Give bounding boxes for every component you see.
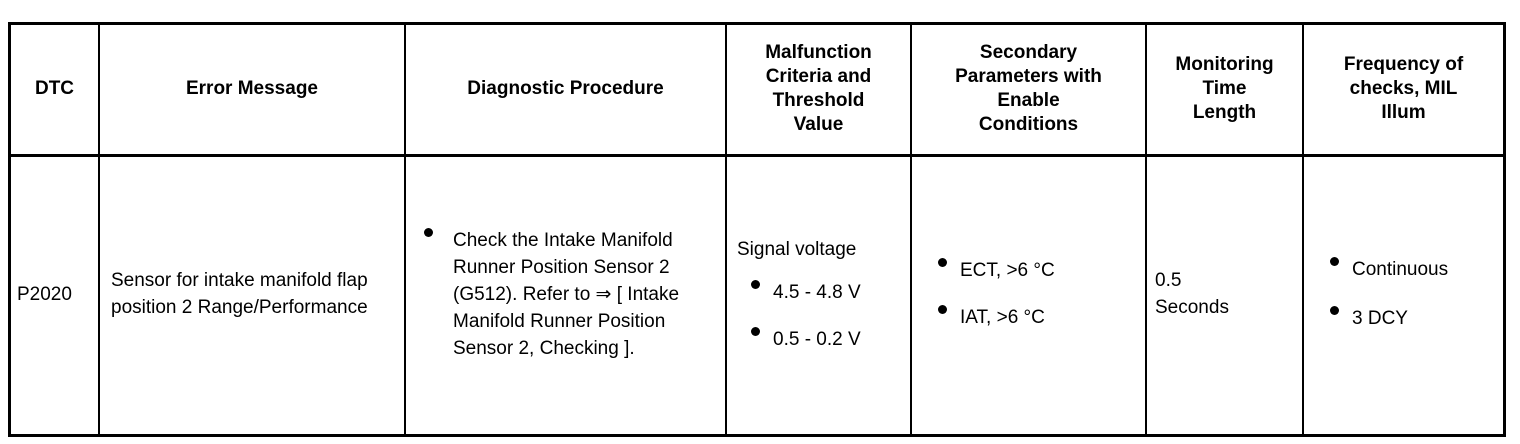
bullet-icon — [1330, 257, 1339, 267]
column-header-frequency-of-checks: Frequency of checks, MIL Illum — [1302, 25, 1503, 157]
error-message-text: Sensor for intake manifold flap position… — [111, 270, 368, 319]
frequency-of-checks-text: Continuous — [1352, 259, 1449, 281]
bullet-icon — [424, 227, 433, 237]
column-header-malfunction-criteria: Malfunction Criteria and Threshold Value — [725, 25, 912, 157]
column-header-frequency-line-3: Illum — [1381, 102, 1426, 124]
column-header-monitoring-time-length: Monitoring Time Length — [1145, 25, 1304, 157]
cell-frequency-of-checks: Continuous 3 DCY — [1302, 155, 1503, 434]
dtc-code-value: P2020 — [17, 283, 72, 305]
secondary-parameters-box: ECT, >6 °C IAT, >6 °C — [912, 258, 1145, 332]
dtc-table-container: DTC Error Message Diagnostic Procedure M… — [8, 22, 1506, 437]
column-header-error-message-label: Error Message — [185, 78, 318, 100]
column-header-secondary-line-1: Secondary — [979, 42, 1078, 63]
malfunction-criteria-list: 4.5 - 4.8 V 0.5 - 0.2 V — [737, 279, 904, 354]
column-header-malfunction-line-3: Threshold — [772, 90, 865, 112]
malfunction-criteria-title: Signal voltage — [737, 238, 857, 260]
secondary-parameter-text: IAT, >6 °C — [960, 307, 1045, 329]
list-item: Continuous — [1318, 257, 1497, 284]
list-item: IAT, >6 °C — [922, 305, 1139, 332]
column-header-malfunction-line-2: Criteria and — [765, 66, 872, 88]
secondary-parameter-text: ECT, >6 °C — [960, 260, 1055, 282]
monitoring-time-length-box: 0.5 Seconds — [1147, 268, 1302, 322]
column-header-malfunction-line-1: Malfunction — [765, 42, 872, 63]
list-item: ECT, >6 °C — [922, 258, 1139, 285]
frequency-of-checks-list: Continuous 3 DCY — [1318, 257, 1497, 333]
column-header-dtc-label: DTC — [34, 78, 75, 100]
column-header-error-message: Error Message — [98, 25, 406, 157]
table-header-row: DTC Error Message Diagnostic Procedure M… — [11, 25, 1503, 157]
column-header-secondary-parameters: Secondary Parameters with Enable Conditi… — [910, 25, 1147, 157]
list-item: 3 DCY — [1318, 306, 1497, 333]
cell-malfunction-criteria: Signal voltage 4.5 - 4.8 V 0.5 - 0.2 V — [725, 155, 912, 434]
cell-secondary-parameters: ECT, >6 °C IAT, >6 °C — [910, 155, 1147, 434]
column-header-frequency-line-1: Frequency of — [1343, 54, 1464, 76]
column-header-secondary-line-3: Enable — [997, 90, 1060, 112]
column-header-diagnostic-procedure: Diagnostic Procedure — [404, 25, 727, 157]
malfunction-criteria-item-text: 0.5 - 0.2 V — [773, 328, 861, 350]
cell-diagnostic-procedure: Check the Intake Manifold Runner Positio… — [404, 155, 727, 434]
frequency-of-checks-text: 3 DCY — [1352, 308, 1408, 330]
column-header-secondary-line-4: Conditions — [978, 114, 1079, 136]
frequency-of-checks-box: Continuous 3 DCY — [1304, 257, 1503, 333]
bullet-icon — [938, 258, 947, 268]
malfunction-criteria-item-text: 4.5 - 4.8 V — [773, 281, 861, 303]
list-item: 0.5 - 0.2 V — [737, 326, 904, 354]
column-header-monitoring-line-1: Monitoring — [1175, 54, 1274, 76]
list-item: Check the Intake Manifold Runner Positio… — [420, 227, 717, 363]
bullet-icon — [751, 326, 760, 336]
malfunction-criteria-box: Signal voltage 4.5 - 4.8 V 0.5 - 0.2 V — [727, 237, 910, 354]
table-row: P2020 Sensor for intake manifold flap po… — [11, 155, 1503, 434]
column-header-malfunction-line-4: Value — [793, 114, 844, 136]
bullet-icon — [938, 305, 947, 315]
cell-monitoring-time-length: 0.5 Seconds — [1145, 155, 1304, 434]
column-header-dtc: DTC — [11, 25, 100, 157]
cell-dtc: P2020 — [11, 155, 100, 434]
bullet-icon — [1330, 306, 1339, 316]
monitoring-time-value: 0.5 — [1155, 270, 1182, 292]
column-header-diagnostic-procedure-label: Diagnostic Procedure — [467, 78, 664, 100]
column-header-frequency-line-2: checks, MIL — [1349, 78, 1458, 100]
monitoring-time-unit: Seconds — [1155, 297, 1229, 319]
dtc-table: DTC Error Message Diagnostic Procedure M… — [11, 25, 1503, 434]
diagnostic-procedure-item-text: Check the Intake Manifold Runner Positio… — [453, 229, 680, 359]
cell-error-message: Sensor for intake manifold flap position… — [98, 155, 406, 434]
column-header-secondary-line-2: Parameters with — [955, 66, 1102, 88]
diagnostic-procedure-list: Check the Intake Manifold Runner Positio… — [420, 227, 717, 363]
bullet-icon — [751, 279, 760, 289]
list-item: 4.5 - 4.8 V — [737, 279, 904, 307]
column-header-monitoring-line-2: Time — [1202, 78, 1247, 100]
column-header-monitoring-line-3: Length — [1192, 102, 1257, 124]
secondary-parameters-list: ECT, >6 °C IAT, >6 °C — [922, 258, 1139, 332]
diagnostic-procedure-box: Check the Intake Manifold Runner Positio… — [406, 227, 725, 363]
